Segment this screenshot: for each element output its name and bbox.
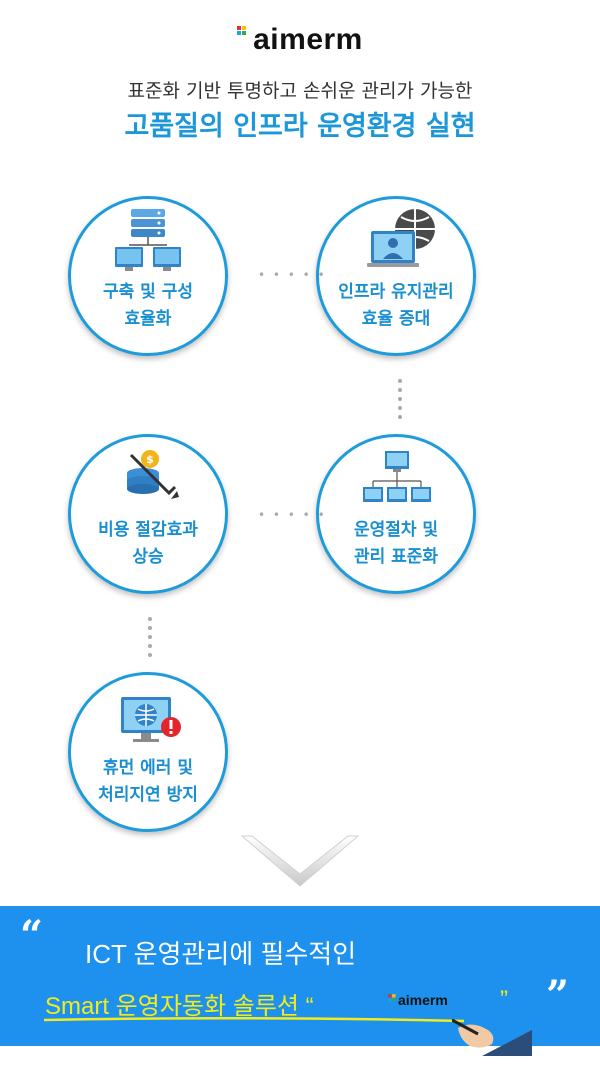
brand-logo: aimerm — [0, 20, 600, 60]
benefit-label-line2: 처리지연 방지 — [98, 785, 198, 805]
monitor-warning-icon — [121, 697, 181, 742]
benefit-label: 구축 및 구성 효율화 — [71, 279, 225, 333]
logo-text: aimerm — [253, 23, 363, 56]
connector-dots: • • • • • — [258, 508, 327, 522]
banner-line2: Smart 운영자동화 솔루션 “ — [45, 993, 314, 1020]
benefit-label: 인프라 유지관리 효율 증대 — [319, 279, 473, 333]
benefit-label-line1: 운영절차 및 — [353, 520, 439, 540]
close-quote-mark: ” — [546, 972, 570, 1019]
benefit-procedure-standardization: 운영절차 및 관리 표준화 — [316, 434, 476, 594]
open-quote-mark: “ — [20, 912, 44, 959]
org-chart-monitors-icon — [363, 451, 431, 502]
logo-mark-icon — [237, 26, 247, 35]
chevron-down-icon — [240, 835, 360, 887]
connector-dots: • • • • • — [258, 268, 327, 282]
benefit-label: 운영절차 및 관리 표준화 — [319, 517, 473, 571]
benefit-maintenance-efficiency: 인프라 유지관리 효율 증대 — [316, 196, 476, 356]
banner-line1: ICT 운영관리에 필수적인 — [85, 939, 357, 969]
benefit-label-line1: 구축 및 구성 — [102, 282, 194, 302]
connector-dots-vertical — [148, 617, 152, 657]
hand-pen-icon — [452, 1018, 532, 1056]
benefit-label-line1: 휴먼 에러 및 — [102, 758, 194, 778]
benefit-label-line1: 인프라 유지관리 — [338, 282, 454, 302]
benefit-label-line1: 비용 절감효과 — [98, 520, 198, 540]
svg-text:$: $ — [146, 453, 154, 466]
connector-dots-vertical — [398, 379, 402, 419]
solution-banner — [0, 906, 600, 1046]
benefit-label-line2: 상승 — [132, 547, 164, 567]
monitor-globe-user-icon — [367, 209, 435, 267]
banner-logo-text: aimerm — [398, 992, 448, 1008]
benefit-error-prevention: 휴먼 에러 및 처리지연 방지 — [68, 672, 228, 832]
page-subtitle: 표준화 기반 투명하고 손쉬운 관리가 가능한 — [127, 80, 473, 102]
benefit-label: 비용 절감효과 상승 — [71, 517, 225, 571]
coins-down-trend-icon: $ — [127, 450, 179, 499]
benefit-label: 휴먼 에러 및 처리지연 방지 — [71, 755, 225, 809]
benefit-label-line2: 관리 표준화 — [353, 547, 439, 567]
benefit-label-line2: 효율 증대 — [361, 309, 431, 329]
highlight-underline — [44, 1016, 464, 1023]
banner-line2-end: ” — [500, 986, 508, 1013]
page-headline: 고품질의 인프라 운영환경 실현 — [124, 111, 476, 142]
banner-logo-mark-icon — [388, 994, 396, 1002]
server-network-icon — [115, 209, 181, 271]
benefit-label-line2: 효율화 — [124, 309, 172, 329]
benefit-cost-reduction: $ 비용 절감효과 상승 — [68, 434, 228, 594]
benefit-build-efficiency: 구축 및 구성 효율화 — [68, 196, 228, 356]
